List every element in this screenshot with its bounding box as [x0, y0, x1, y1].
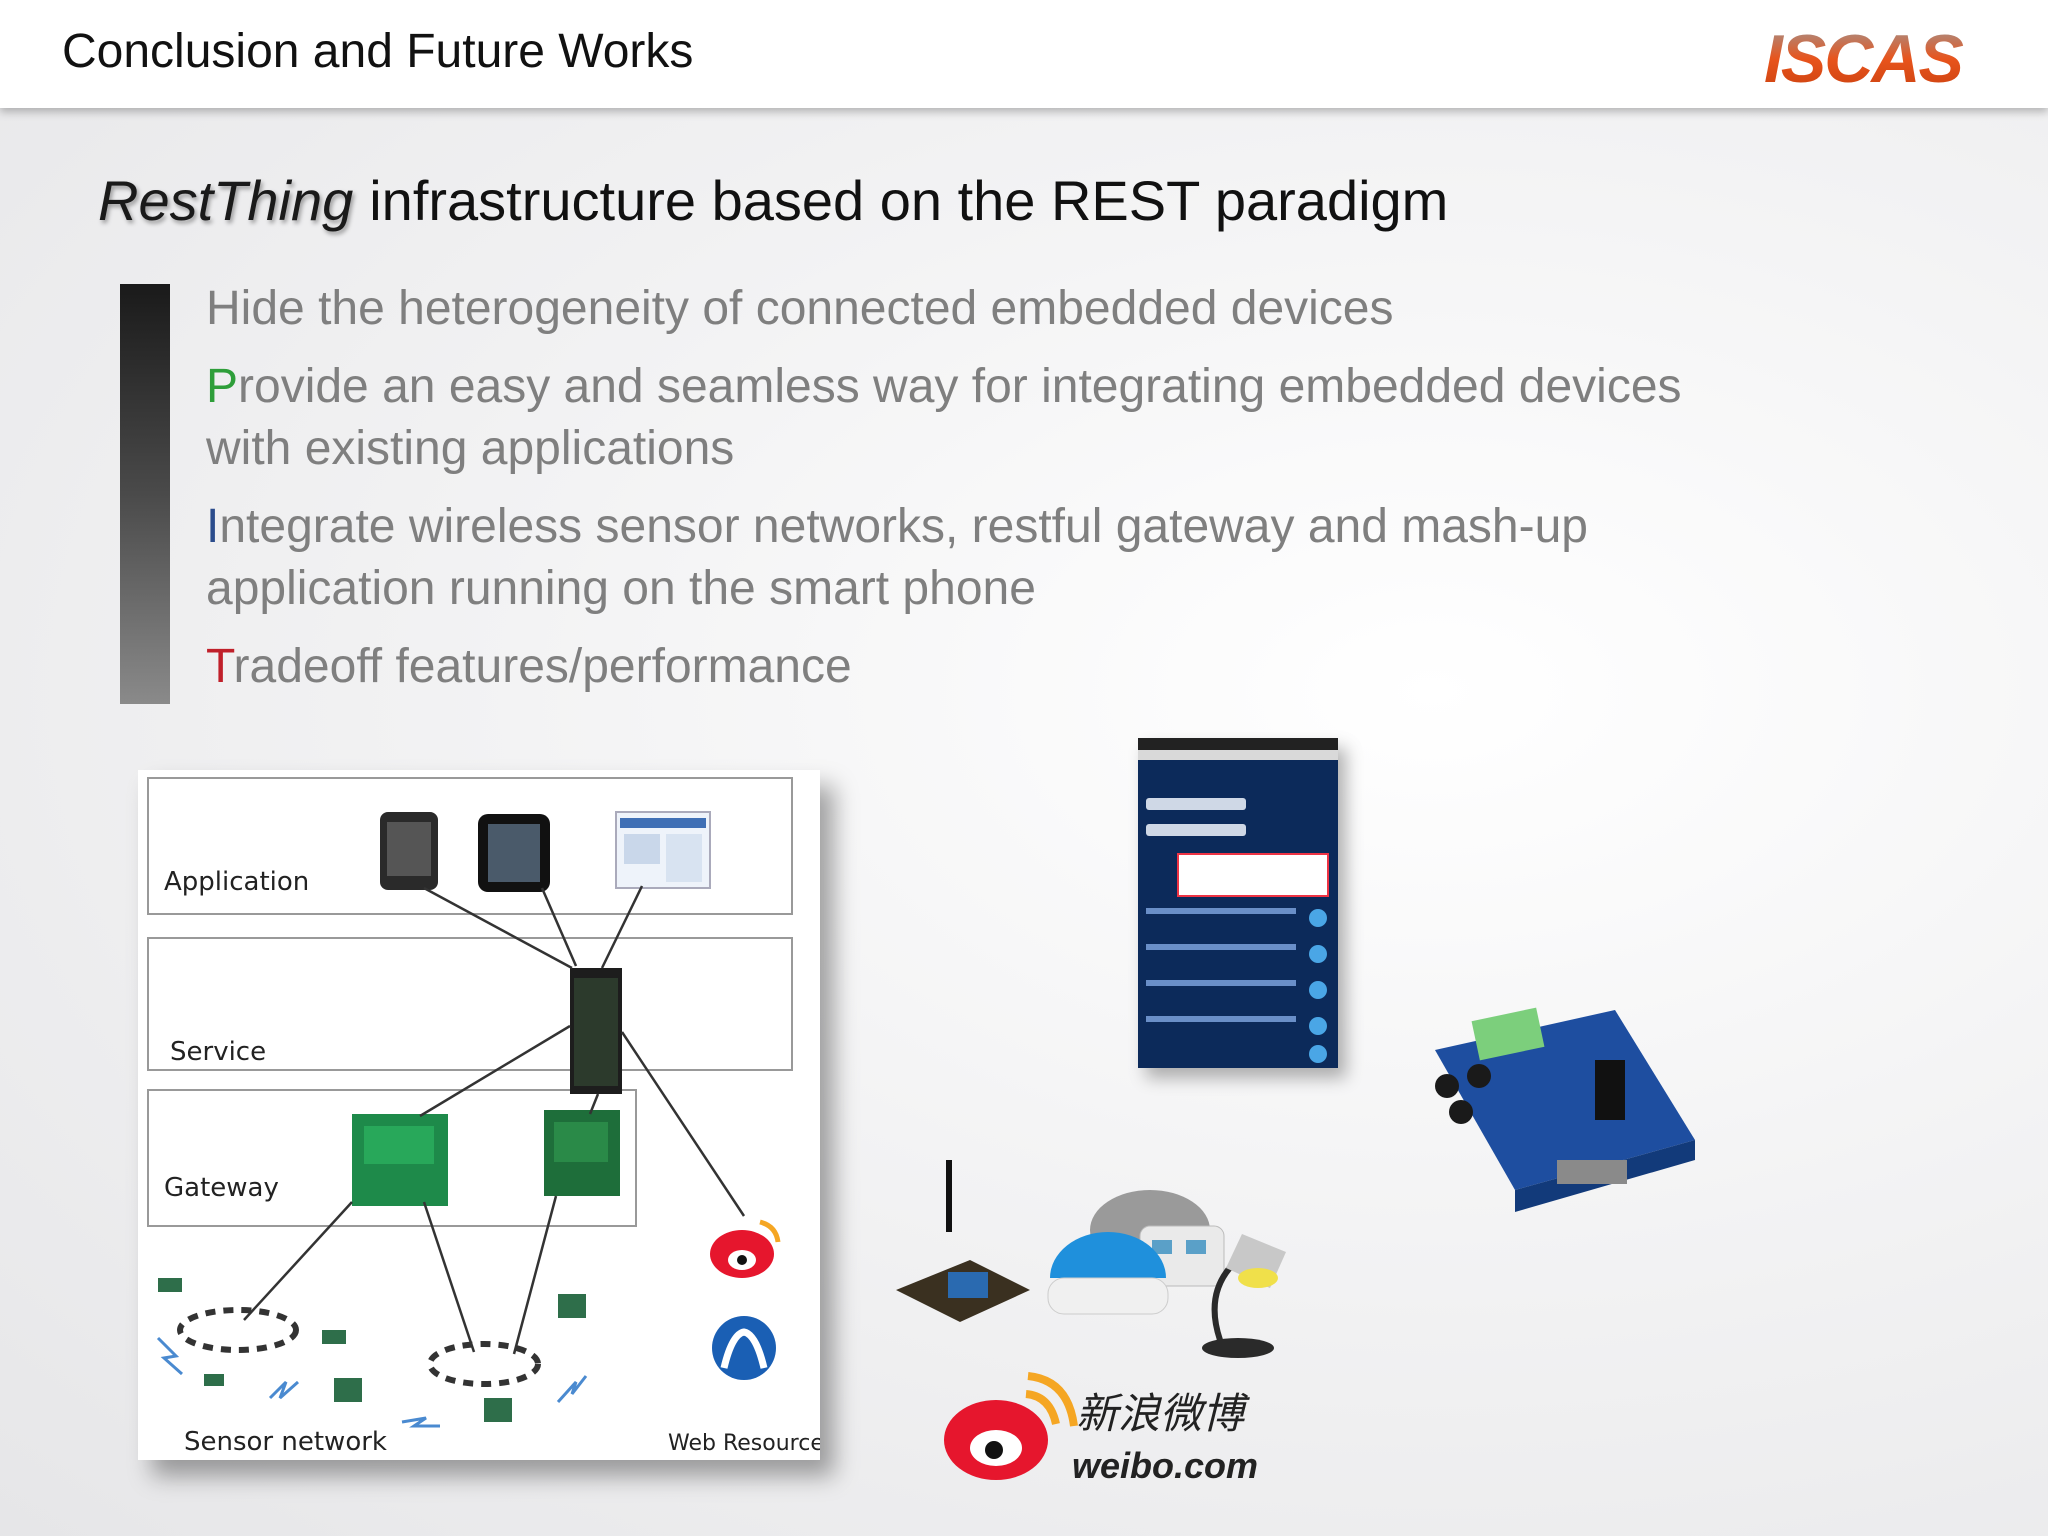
network-links — [243, 885, 746, 1355]
slide-header: Conclusion and Future Works ISCAS — [0, 0, 2048, 108]
sensor-node-with-antenna-icon — [896, 1160, 1030, 1322]
bullet-initial: I — [206, 500, 220, 553]
smart-devices-image — [896, 1160, 1286, 1358]
subtitle-emphasis: RestThing — [98, 169, 354, 232]
lamp-icon — [1047, 1232, 1286, 1358]
bullet-text: ntegrate wireless sensor networks, restf… — [206, 500, 1588, 615]
bullet-item-hide: Hide the heterogeneity of connected embe… — [206, 278, 1766, 340]
bullet-initial: H — [206, 282, 241, 335]
bullet-text: ide the heterogeneity of connected embed… — [240, 282, 1394, 335]
weibo-logo: 新浪微博 weibo.com — [944, 1372, 1258, 1486]
sensor-cluster — [177, 1307, 541, 1387]
bullet-item-integrate: Integrate wireless sensor networks, rest… — [206, 496, 1766, 620]
android-phone-icon — [380, 812, 438, 890]
architecture-diagram: Application Service Gateway Sensor netwo… — [138, 770, 820, 1460]
web-browser-icon — [615, 811, 711, 889]
bullet-item-tradeoff: Tradeoff features/performance — [206, 636, 1766, 698]
application-label: Application — [164, 867, 309, 897]
slide-title: Conclusion and Future Works — [62, 25, 694, 78]
sensor-node-icons — [158, 1278, 586, 1422]
gateway-board-icon — [352, 1114, 448, 1206]
bullet-list: Hide the heterogeneity of connected embe… — [206, 278, 1766, 714]
bullet-item-provide: Provide an easy and seamless way for int… — [206, 356, 1766, 480]
web-resource-label: Web Resource — [668, 1431, 820, 1456]
smartphone-app-screenshot — [1138, 738, 1338, 1068]
weibo-icon — [710, 1219, 781, 1278]
bullet-accent-bar — [120, 284, 170, 704]
wireless-signal-icons — [156, 1336, 588, 1428]
weibo-chinese-text: 新浪微博 — [1076, 1389, 1250, 1438]
subtitle-rest: infrastructure based on the REST paradig… — [369, 169, 1449, 232]
renren-icon — [712, 1316, 776, 1380]
server-icon — [570, 968, 622, 1094]
embedded-board-image — [1435, 1007, 1695, 1212]
iscas-logo: ISCAS — [1764, 22, 1965, 92]
sensor-network-label: Sensor network — [184, 1427, 387, 1457]
iphone-icon — [478, 814, 550, 892]
weibo-domain-text: weibo.com — [1072, 1445, 1258, 1486]
logo-text: ISCAS — [1764, 22, 1963, 92]
service-label: Service — [170, 1037, 266, 1067]
gateway-board-icon — [544, 1110, 620, 1196]
bullet-initial: T — [206, 640, 234, 693]
bullet-text: rovide an easy and seamless way for inte… — [206, 360, 1682, 475]
gateway-label: Gateway — [164, 1173, 279, 1203]
bullet-text: radeoff features/performance — [233, 640, 852, 693]
service-layer-box — [147, 937, 793, 1071]
bullet-initial: P — [206, 360, 239, 413]
